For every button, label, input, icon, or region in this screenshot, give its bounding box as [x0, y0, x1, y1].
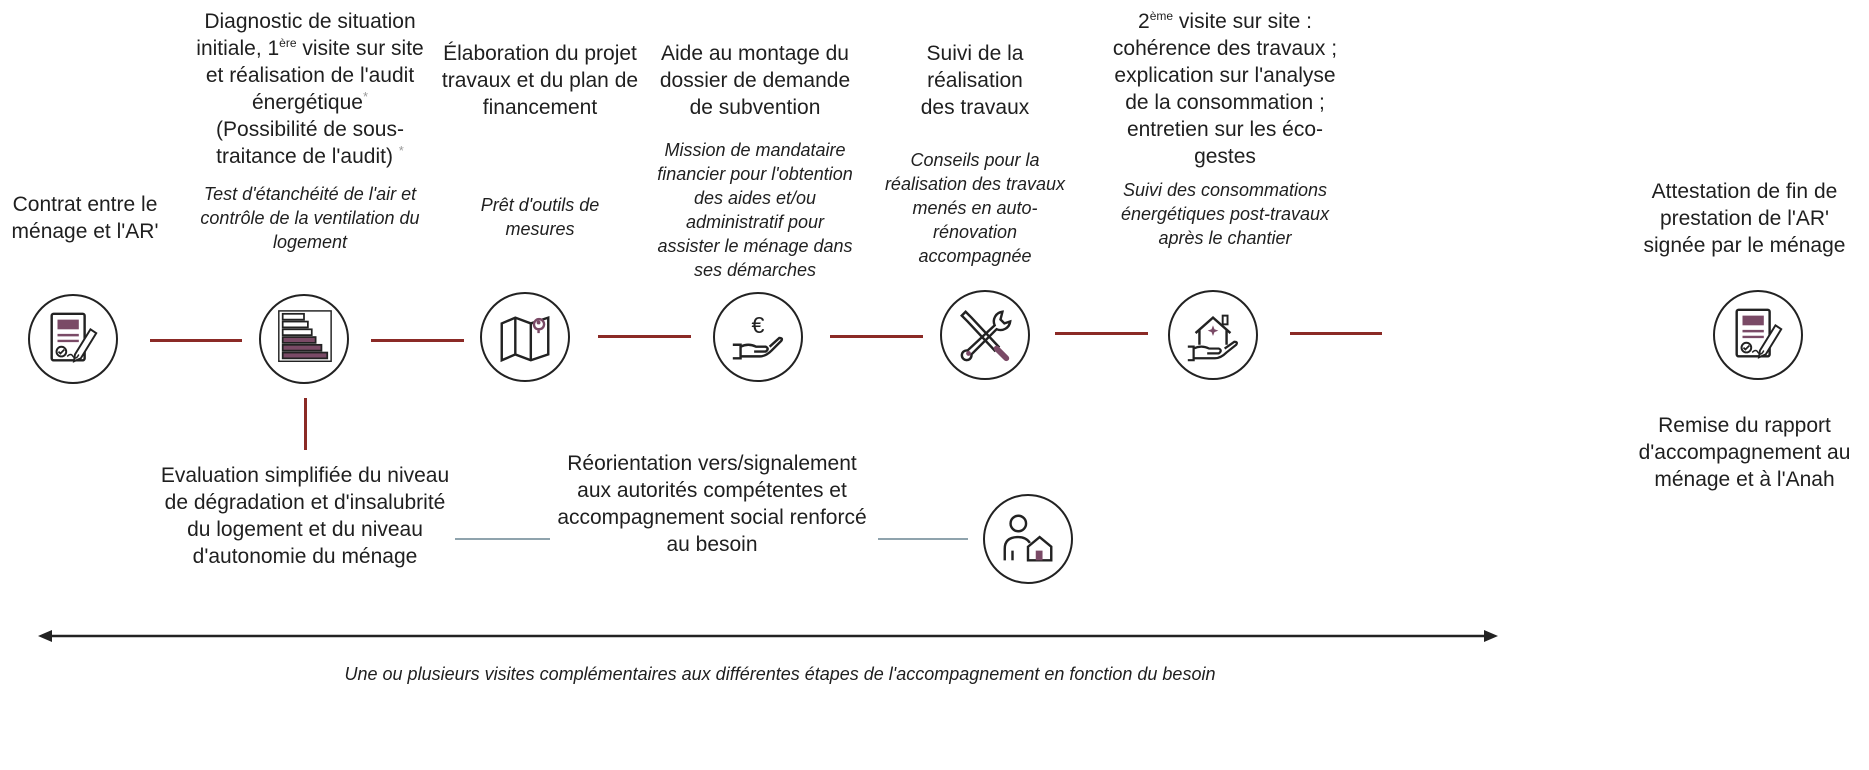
step2-detail: Test d'étanchéité de l'air et contrôle d… [200, 184, 420, 252]
branch-evaluation: Evaluation simplifiée du niveau de dégra… [160, 464, 450, 568]
house-hand-icon [1187, 314, 1238, 362]
step6-label: 2ème visite sur site : cohérence des tra… [1112, 9, 1338, 168]
step4-label: Aide au montage du dossier de demande de… [659, 42, 851, 119]
connector-2-3 [371, 339, 464, 342]
connector-4-5 [830, 335, 923, 338]
branch-reorientation: Réorientation vers/signalement aux autor… [557, 452, 867, 556]
step2-label: Diagnostic de situation initiale, 1ère v… [196, 10, 424, 168]
contract-signature-icon [50, 312, 98, 363]
step7-below: Remise du rapport d'accompagnement au mé… [1638, 414, 1851, 491]
connector-5-6 [1055, 332, 1148, 335]
step4-circle: € [713, 292, 803, 382]
step5-label: Suivi de la réalisation des travaux [920, 42, 1030, 119]
step7-label: Attestation de fin de prestation de l'AR… [1643, 180, 1846, 257]
step3-detail: Prêt d'outils de mesures [480, 195, 600, 239]
step3-label: Élaboration du projet travaux et du plan… [441, 42, 639, 119]
svg-text:€: € [752, 312, 765, 338]
branch-connector-1 [455, 538, 550, 540]
step6-detail: Suivi des consommations énergétiques pos… [1120, 180, 1330, 248]
step1-circle [28, 294, 118, 384]
connector-6-7 [1290, 332, 1382, 335]
step7-circle [1713, 290, 1803, 380]
connector-branch [304, 398, 307, 450]
step5-circle [940, 290, 1030, 380]
branch-connector-2 [878, 538, 968, 540]
tools-icon [960, 310, 1012, 362]
step6-circle [1168, 290, 1258, 380]
footer-note: Une ou plusieurs visites complémentaires… [344, 664, 1216, 684]
step2-circle [259, 294, 349, 384]
energy-label-icon [278, 310, 332, 363]
person-house-icon [1003, 514, 1053, 562]
branch-circle [983, 494, 1073, 584]
timeline-arrow [38, 630, 1498, 642]
connector-1-2 [150, 339, 242, 342]
map-icon [500, 315, 550, 363]
euro-hand-icon: € [732, 312, 784, 360]
step3-circle [480, 292, 570, 382]
step5-detail: Conseils pour la réalisation des travaux… [884, 150, 1066, 266]
contract-signature-icon [1735, 308, 1783, 359]
step1-label: Contrat entre le ménage et l'AR' [11, 193, 159, 243]
connector-3-4 [598, 335, 691, 338]
step4-detail: Mission de mandataire financier pour l'o… [657, 140, 853, 280]
